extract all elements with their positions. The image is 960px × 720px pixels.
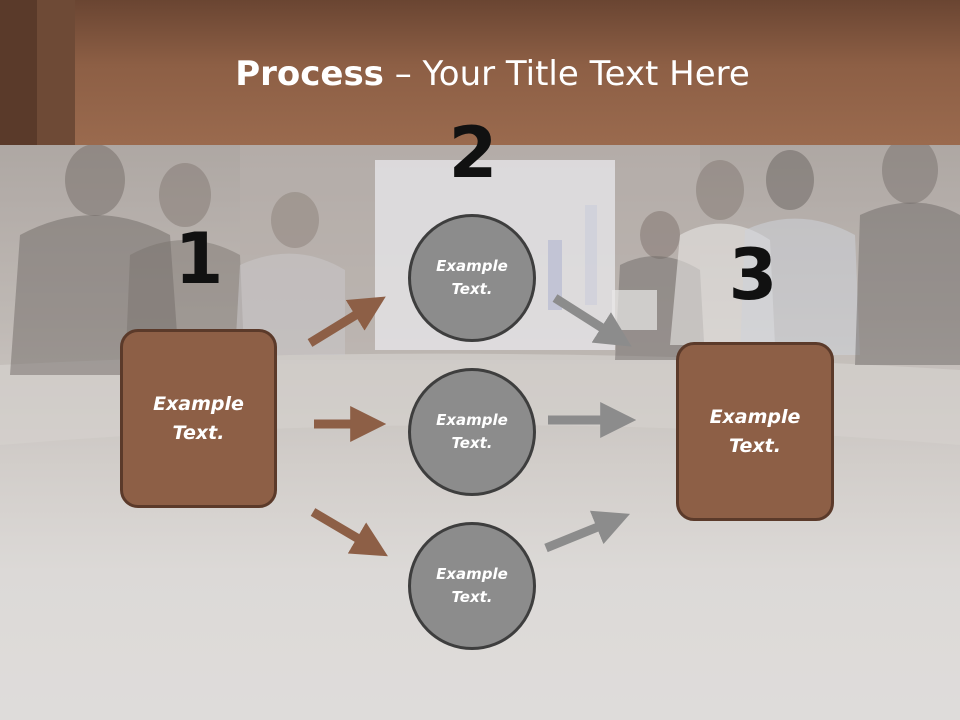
title-rest-part: – Your Title Text Here [383, 54, 750, 94]
left-step-label: Example Text. [153, 392, 244, 444]
right-step-label: Example Text. [709, 405, 801, 457]
step-number-2: 2 [448, 112, 498, 194]
title-bold-part: Process [235, 54, 384, 94]
arrow-left-to-bottom [310, 508, 388, 557]
circle-top-label: Example Text. [436, 257, 508, 298]
header-accent-stripe [0, 0, 37, 145]
circle-middle[interactable]: Example Text. [408, 368, 536, 496]
circle-bottom-label: Example Text. [436, 565, 508, 606]
header-accent-stripe [37, 0, 75, 145]
slide-title[interactable]: Process – Your Title Text Here [0, 52, 960, 96]
step-number-3: 3 [728, 234, 778, 316]
circle-bottom[interactable]: Example Text. [408, 522, 536, 650]
right-step-box[interactable]: Example Text. [676, 342, 834, 521]
arrow-bottom-to-right [544, 510, 631, 553]
header-band [0, 0, 960, 145]
arrow-left-to-top [307, 296, 386, 347]
circle-middle-label: Example Text. [436, 411, 508, 452]
arrow-top-to-right [552, 294, 632, 347]
step-number-1: 1 [174, 218, 224, 300]
left-step-box[interactable]: Example Text. [120, 329, 277, 508]
circle-top[interactable]: Example Text. [408, 214, 536, 342]
